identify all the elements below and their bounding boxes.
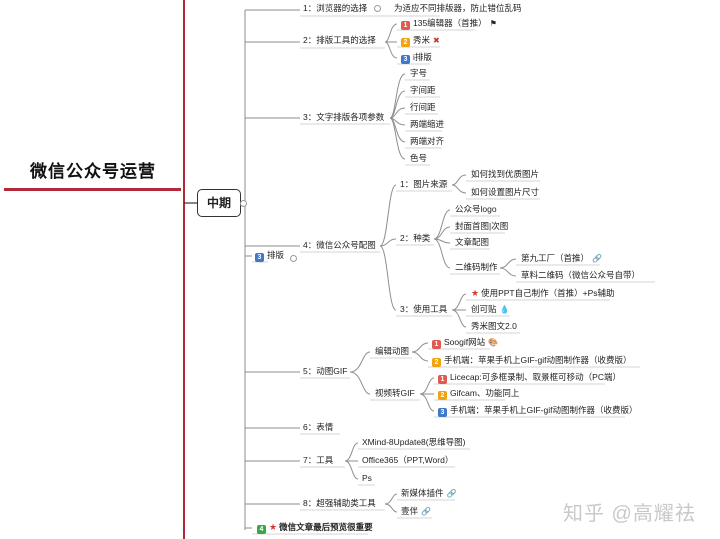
priority-1-badge: 1 bbox=[438, 375, 447, 384]
param-line-height[interactable]: 行间距 bbox=[410, 102, 436, 112]
link-icon: 🔗 bbox=[592, 254, 602, 263]
qr-tool-jiugongchang[interactable]: 第九工厂（首推）🔗 bbox=[521, 253, 602, 263]
collapse-toggle[interactable] bbox=[290, 255, 297, 262]
star-icon: ★ bbox=[471, 288, 480, 298]
collapse-toggle[interactable] bbox=[240, 200, 247, 207]
watermark: 知乎 @高耀祛 bbox=[563, 503, 696, 525]
kind-cover[interactable]: 封面首图|次图 bbox=[455, 221, 509, 231]
root-underline bbox=[4, 188, 181, 191]
topic-gif[interactable]: 5：动图GIF bbox=[303, 366, 348, 376]
priority-2-badge: 2 bbox=[401, 38, 410, 47]
tool-xmind[interactable]: XMind-8Update8(思维导图) bbox=[362, 437, 466, 447]
sticker-icon: 🎨 bbox=[488, 338, 499, 347]
priority-2-badge: 2 bbox=[438, 391, 447, 400]
priority-1-badge: 1 bbox=[432, 340, 441, 349]
root-topic[interactable]: 微信公众号运营 bbox=[30, 162, 156, 181]
topic-browser-note[interactable]: 为适应不同排版器，防止错位乱码 bbox=[394, 3, 522, 13]
priority-3-badge: 3 bbox=[255, 253, 264, 262]
tools-icon: ✖ bbox=[433, 36, 440, 45]
drop-icon: 💧 bbox=[499, 305, 510, 314]
plugin-xinmeiti[interactable]: 新媒体插件🔗 bbox=[401, 488, 457, 498]
flag-icon: ⚑ bbox=[489, 19, 497, 28]
gif-edit[interactable]: 编辑动图 bbox=[375, 346, 410, 356]
topic-final-preview[interactable]: 4★微信文章最后预览很重要 bbox=[255, 522, 375, 534]
topic-tools[interactable]: 7：工具 bbox=[303, 455, 334, 465]
topic-assist-tools[interactable]: 8：超强辅助类工具 bbox=[303, 498, 376, 508]
topic-layout-tool[interactable]: 2：排版工具的选择 bbox=[303, 35, 376, 45]
image-source[interactable]: 1：图片来源 bbox=[400, 179, 448, 189]
priority-3-badge: 3 bbox=[401, 55, 410, 64]
priority-3-badge: 3 bbox=[438, 408, 447, 417]
param-letter-spacing[interactable]: 字间距 bbox=[410, 85, 436, 95]
image-tools[interactable]: 3：使用工具 bbox=[400, 304, 448, 314]
priority-1-badge: 1 bbox=[401, 21, 410, 30]
qr-tool-caoliao[interactable]: 草料二维码（微信公众号自带） bbox=[521, 270, 641, 280]
image-find-quality[interactable]: 如何找到优质图片 bbox=[471, 169, 540, 179]
tool-xiumi-graphic[interactable]: 秀米图文2.0 bbox=[471, 321, 517, 331]
param-font-size[interactable]: 字号 bbox=[410, 68, 428, 78]
param-indent[interactable]: 两端缩进 bbox=[410, 119, 445, 129]
plugin-yiban[interactable]: 壹伴🔗 bbox=[401, 506, 431, 516]
kind-logo[interactable]: 公众号logo bbox=[455, 204, 497, 214]
star-icon: ★ bbox=[269, 522, 278, 532]
image-kinds[interactable]: 2：种类 bbox=[400, 233, 431, 243]
gif-video-convert[interactable]: 视频转GIF bbox=[375, 388, 415, 398]
image-set-size[interactable]: 如何设置图片尺寸 bbox=[471, 187, 540, 197]
topic-text-params[interactable]: 3：文字排版各项参数 bbox=[303, 112, 385, 122]
param-color-code[interactable]: 色号 bbox=[410, 153, 428, 163]
priority-2-badge: 2 bbox=[432, 358, 441, 367]
stage-node-mid[interactable]: 中期 bbox=[197, 189, 241, 217]
link-icon: 🔗 bbox=[421, 507, 431, 516]
topic-emoji[interactable]: 6：表情 bbox=[303, 422, 334, 432]
tool-chuangketie[interactable]: 创可贴💧 bbox=[471, 304, 510, 314]
priority-4-badge: 4 bbox=[257, 525, 266, 534]
kind-article-image[interactable]: 文章配图 bbox=[455, 237, 490, 247]
topic-browser-choice[interactable]: 1：浏览器的选择 bbox=[303, 3, 368, 13]
tool-ppt-ps[interactable]: ★使用PPT自己制作（首推）+Ps辅助 bbox=[471, 288, 615, 298]
tool-office365[interactable]: Office365（PPT,Word） bbox=[362, 455, 454, 465]
tool-ps[interactable]: Ps bbox=[362, 473, 372, 483]
link-icon: 🔗 bbox=[446, 489, 457, 498]
param-justify[interactable]: 两端对齐 bbox=[410, 136, 445, 146]
topic-images[interactable]: 4：微信公众号配图 bbox=[303, 240, 376, 250]
kind-qr-code[interactable]: 二维码制作 bbox=[455, 262, 498, 272]
collapse-toggle[interactable] bbox=[374, 5, 381, 12]
